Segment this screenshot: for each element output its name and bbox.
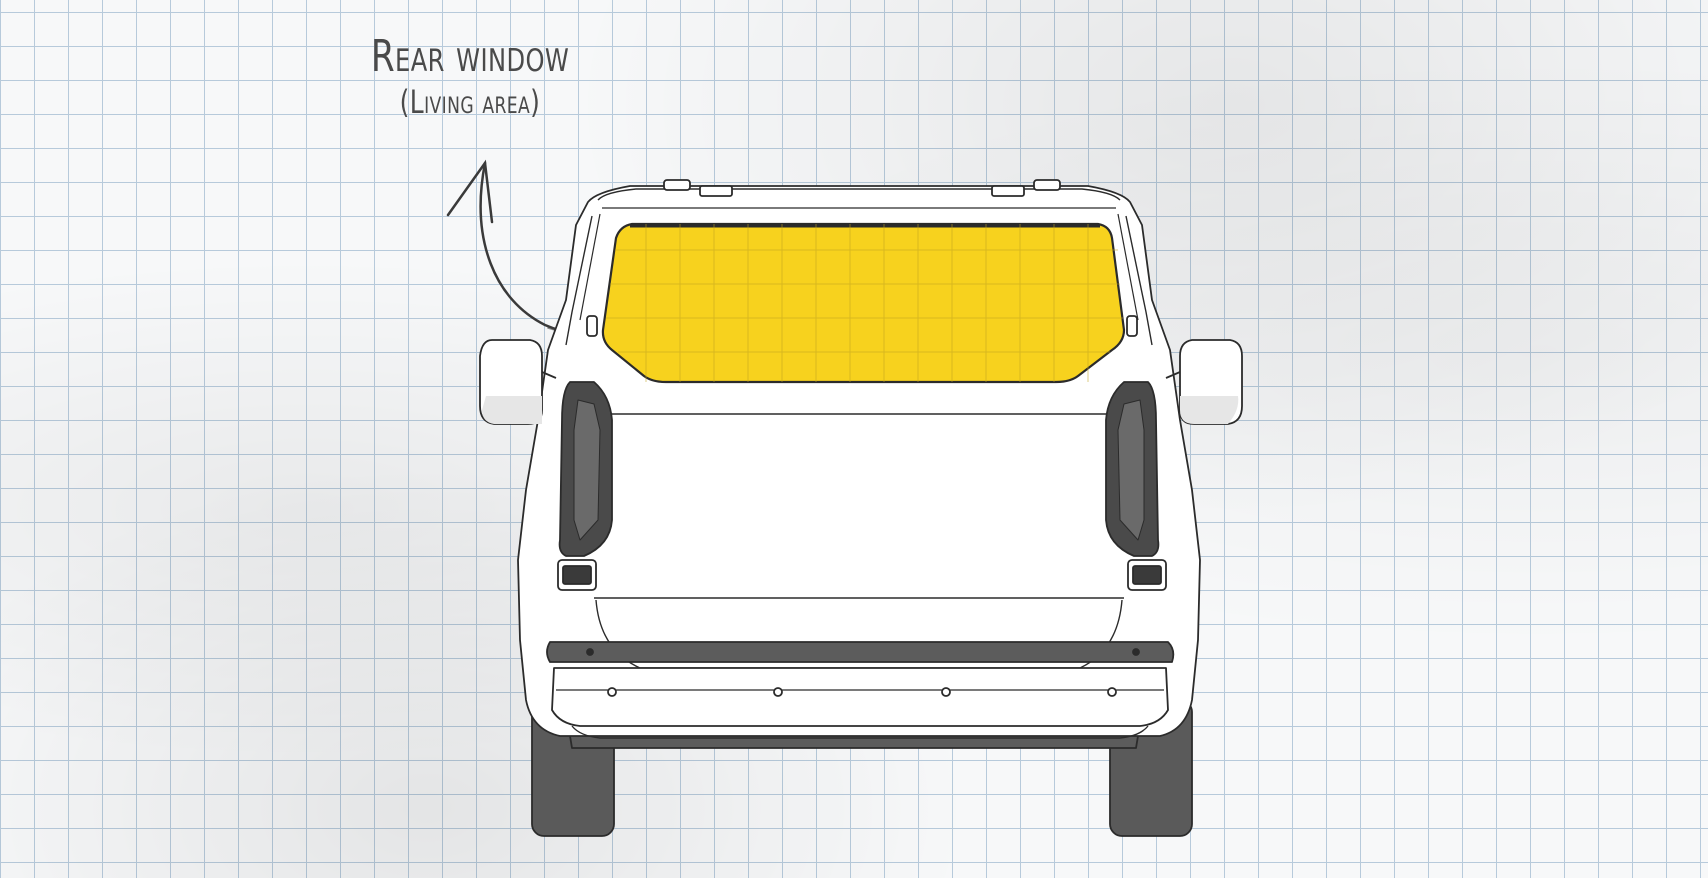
callout-label: Rear window (Living area)	[340, 30, 600, 120]
callout-subtitle: (Living area)	[399, 83, 541, 121]
callout-title: Rear window	[370, 31, 570, 82]
rear-window-highlight	[601, 222, 1126, 384]
van-rear-view-icon	[479, 179, 1243, 837]
rear-bumper	[551, 667, 1169, 727]
